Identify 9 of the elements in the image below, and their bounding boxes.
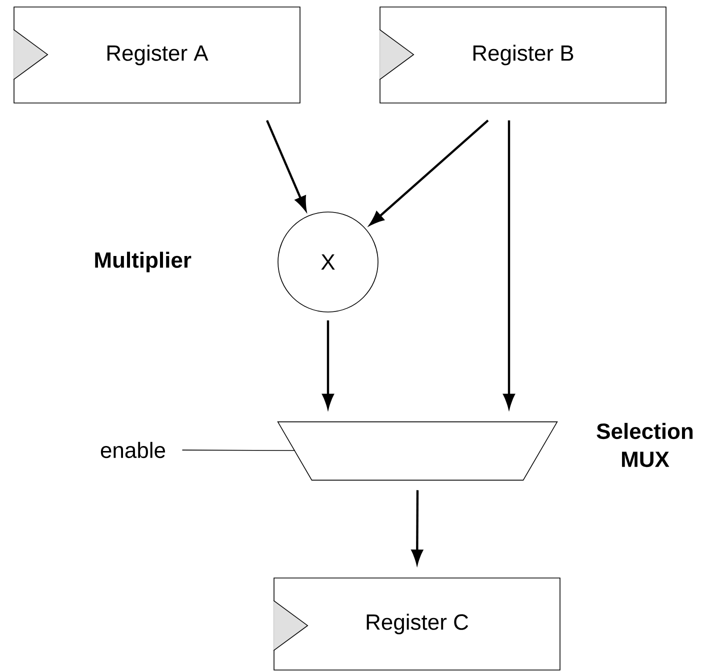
arrow bbox=[370, 120, 489, 226]
register-box: Register C bbox=[273, 578, 560, 670]
register-box: Register A bbox=[13, 6, 300, 104]
signal-label: enable bbox=[100, 442, 166, 458]
mux-shape bbox=[277, 421, 558, 481]
component-label: Multiplier bbox=[95, 252, 192, 272]
component-label: Selection MUX bbox=[596, 422, 693, 468]
connector-line bbox=[182, 450, 296, 451]
register-box: Register B bbox=[379, 6, 666, 104]
